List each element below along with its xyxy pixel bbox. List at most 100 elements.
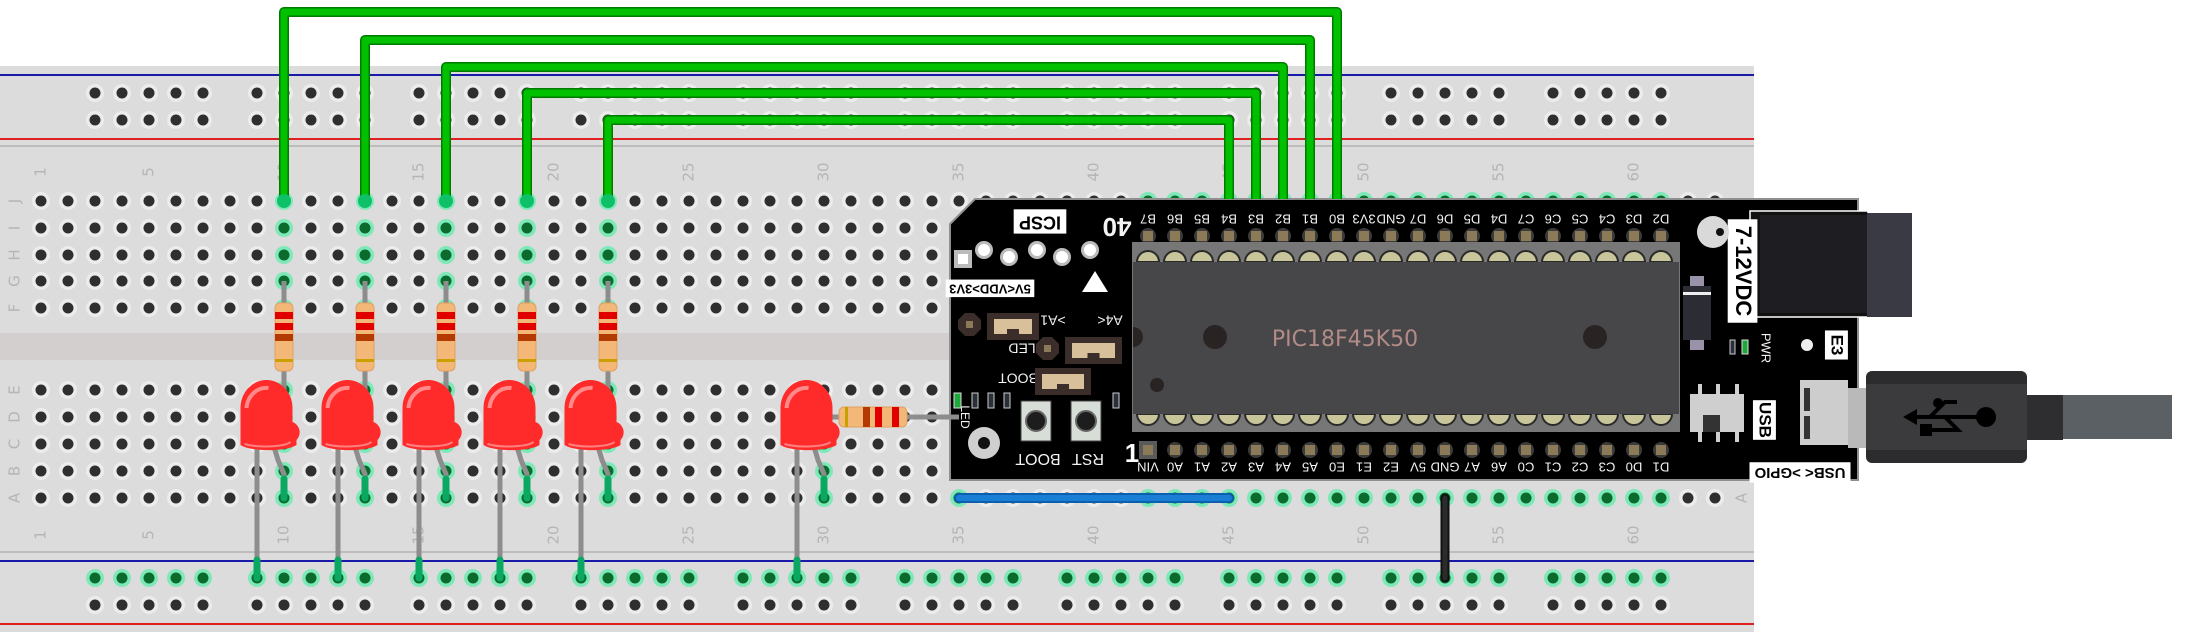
pad-A2[interactable] xyxy=(1224,445,1234,455)
pad-D7[interactable] xyxy=(1413,231,1423,241)
chip-mould-mark xyxy=(1203,325,1227,349)
resistor-6[interactable] xyxy=(838,406,908,428)
hole-G3 xyxy=(89,275,101,287)
hole-G2 xyxy=(62,275,74,287)
switch-lead xyxy=(1716,384,1720,394)
rail-hole xyxy=(143,87,155,99)
hole-H4 xyxy=(116,249,128,261)
pad-A5[interactable] xyxy=(1305,445,1315,455)
hole-G17 xyxy=(467,275,479,287)
pad-C4[interactable] xyxy=(1602,231,1612,241)
rail-hole xyxy=(1574,87,1586,99)
hole-H3 xyxy=(89,249,101,261)
hole-B6 xyxy=(170,465,182,477)
pad-B4[interactable] xyxy=(1224,231,1234,241)
switch-knob[interactable] xyxy=(1703,415,1720,432)
wire-b2[interactable] xyxy=(442,63,1287,201)
pad-D0[interactable] xyxy=(1629,445,1639,455)
hole-I11 xyxy=(305,222,317,234)
pad-C5[interactable] xyxy=(1575,231,1585,241)
wire-b3[interactable] xyxy=(523,89,1260,201)
rail-hole xyxy=(1331,599,1343,611)
reset-button-label: RST xyxy=(1072,450,1104,467)
resistor-5-band xyxy=(599,312,617,319)
pad-A3[interactable] xyxy=(1251,445,1261,455)
hole-A56 xyxy=(1520,492,1532,504)
pad-C2[interactable] xyxy=(1575,445,1585,455)
pad-A7[interactable] xyxy=(1467,445,1477,455)
hole-B24 xyxy=(656,465,668,477)
a4-label-group: A4< xyxy=(1097,312,1122,328)
led-2[interactable] xyxy=(321,380,381,451)
pad-A6[interactable] xyxy=(1494,445,1504,455)
rail-hole xyxy=(278,572,290,584)
pad-C1[interactable] xyxy=(1548,445,1558,455)
pin-label-B4: B4 xyxy=(1221,212,1237,227)
pad-3V3[interactable] xyxy=(1359,231,1369,241)
column-label-25: 25 xyxy=(680,525,698,544)
pad-E1[interactable] xyxy=(1359,445,1369,455)
led-1-rim xyxy=(244,441,292,448)
icsp-pin-core xyxy=(1003,251,1015,263)
diode-band xyxy=(1683,292,1711,295)
column-label-60: 60 xyxy=(1625,162,1643,181)
pin-count-label-group: 40 xyxy=(1103,212,1132,242)
pad-E2[interactable] xyxy=(1386,445,1396,455)
pin-label-C4: C4 xyxy=(1599,212,1616,227)
pad-B3[interactable] xyxy=(1251,231,1261,241)
pad-B5[interactable] xyxy=(1197,231,1207,241)
pad-C0[interactable] xyxy=(1521,445,1531,455)
led-4[interactable] xyxy=(483,380,543,451)
hole-F3 xyxy=(89,302,101,314)
led-5[interactable] xyxy=(564,380,624,451)
pad-B6[interactable] xyxy=(1170,231,1180,241)
rail-hole xyxy=(764,599,776,611)
pad-B1[interactable] xyxy=(1305,231,1315,241)
hole-A28 xyxy=(764,492,776,504)
revision-label: E3 xyxy=(1828,335,1847,356)
pad-B7[interactable] xyxy=(1143,231,1153,241)
pad-C6[interactable] xyxy=(1548,231,1558,241)
pad-VIN[interactable] xyxy=(1143,445,1153,455)
pad-C3[interactable] xyxy=(1602,445,1612,455)
column-label-40: 40 xyxy=(1085,162,1103,181)
wire-b4[interactable] xyxy=(604,116,1233,201)
via xyxy=(1801,339,1813,351)
rail-hole xyxy=(1223,599,1235,611)
hole-B34 xyxy=(926,465,938,477)
pad-D5[interactable] xyxy=(1467,231,1477,241)
pad-E0[interactable] xyxy=(1332,445,1342,455)
pad-C7[interactable] xyxy=(1521,231,1531,241)
led-6[interactable] xyxy=(780,380,840,451)
hole-I24 xyxy=(656,222,668,234)
pad-D1[interactable] xyxy=(1656,445,1666,455)
led-1-highlight xyxy=(244,385,269,409)
led-3[interactable] xyxy=(402,380,462,451)
usb-cable[interactable] xyxy=(2063,395,2172,439)
wire-b1[interactable] xyxy=(361,36,1314,201)
pad-D2[interactable] xyxy=(1656,231,1666,241)
pad-B0[interactable] xyxy=(1332,231,1342,241)
led-1[interactable] xyxy=(240,380,300,451)
icsp-label-group: ICSP xyxy=(1013,209,1067,234)
wire-b0[interactable] xyxy=(280,8,1341,201)
pad-D3[interactable] xyxy=(1629,231,1639,241)
pad-D6[interactable] xyxy=(1440,231,1450,241)
pad-B2[interactable] xyxy=(1278,231,1288,241)
pad-A4[interactable] xyxy=(1278,445,1288,455)
hole-J32 xyxy=(872,195,884,207)
pad-GND[interactable] xyxy=(1440,445,1450,455)
pad-A0[interactable] xyxy=(1170,445,1180,455)
revision-label-box xyxy=(1824,330,1848,360)
pad-D4[interactable] xyxy=(1494,231,1504,241)
pad-A1[interactable] xyxy=(1197,445,1207,455)
rail-hole xyxy=(1412,87,1424,99)
hole-H32 xyxy=(872,249,884,261)
hole-E32 xyxy=(872,384,884,396)
hole-C33 xyxy=(899,438,911,450)
pad-5V[interactable] xyxy=(1413,445,1423,455)
hole-D28 xyxy=(764,411,776,423)
rail-hole xyxy=(1412,114,1424,126)
pad-GND[interactable] xyxy=(1386,231,1396,241)
